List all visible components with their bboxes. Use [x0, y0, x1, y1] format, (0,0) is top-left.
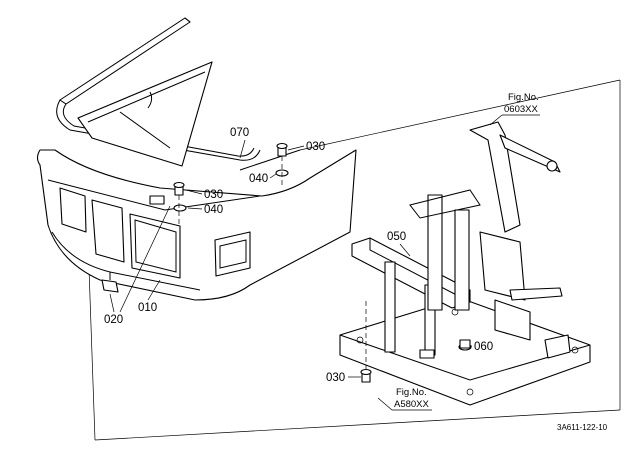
label-040-mid: 040: [187, 204, 223, 216]
section-outline: [87, 79, 621, 441]
label-030-upper: 030: [287, 141, 325, 153]
svg-text:010: 010: [138, 302, 157, 314]
svg-text:060: 060: [474, 341, 493, 353]
upper-shroud: [77, 61, 213, 167]
svg-text:030: 030: [306, 141, 325, 153]
fig-ref-a580xx: Fig.No. A580XX: [377, 387, 432, 411]
clip-020: [101, 272, 119, 293]
svg-text:0603XX: 0603XX: [504, 104, 538, 115]
fig-ref-0603xx: Fig.No. 0603XX: [489, 92, 540, 126]
svg-text:070: 070: [230, 127, 249, 139]
label-030-mid: 030: [185, 189, 223, 201]
svg-text:Fig.No.: Fig.No.: [508, 92, 539, 103]
svg-text:Fig.No.: Fig.No.: [396, 387, 427, 398]
label-070: 070: [230, 127, 249, 159]
label-060: 060: [470, 341, 493, 353]
label-020: 020: [104, 205, 171, 326]
svg-text:040: 040: [249, 173, 268, 185]
svg-text:050: 050: [387, 231, 406, 243]
front-grille: [36, 149, 357, 301]
label-010: 010: [138, 279, 161, 314]
front-frame-assembly: [339, 121, 591, 406]
svg-text:A580XX: A580XX: [394, 399, 430, 410]
label-050: 050: [387, 231, 411, 257]
svg-text:020: 020: [104, 314, 123, 326]
bolt-lower-left: [360, 300, 372, 383]
svg-text:030: 030: [326, 372, 345, 384]
label-030-lower: 030: [326, 372, 361, 384]
label-040-upper: 040: [249, 173, 277, 185]
bolt-washer-upper: [275, 142, 289, 186]
bolt-washer-lower: [149, 181, 187, 225]
drawing-code: 3A611-122-10: [557, 423, 608, 432]
svg-text:030: 030: [204, 189, 223, 201]
svg-text:040: 040: [204, 204, 223, 216]
